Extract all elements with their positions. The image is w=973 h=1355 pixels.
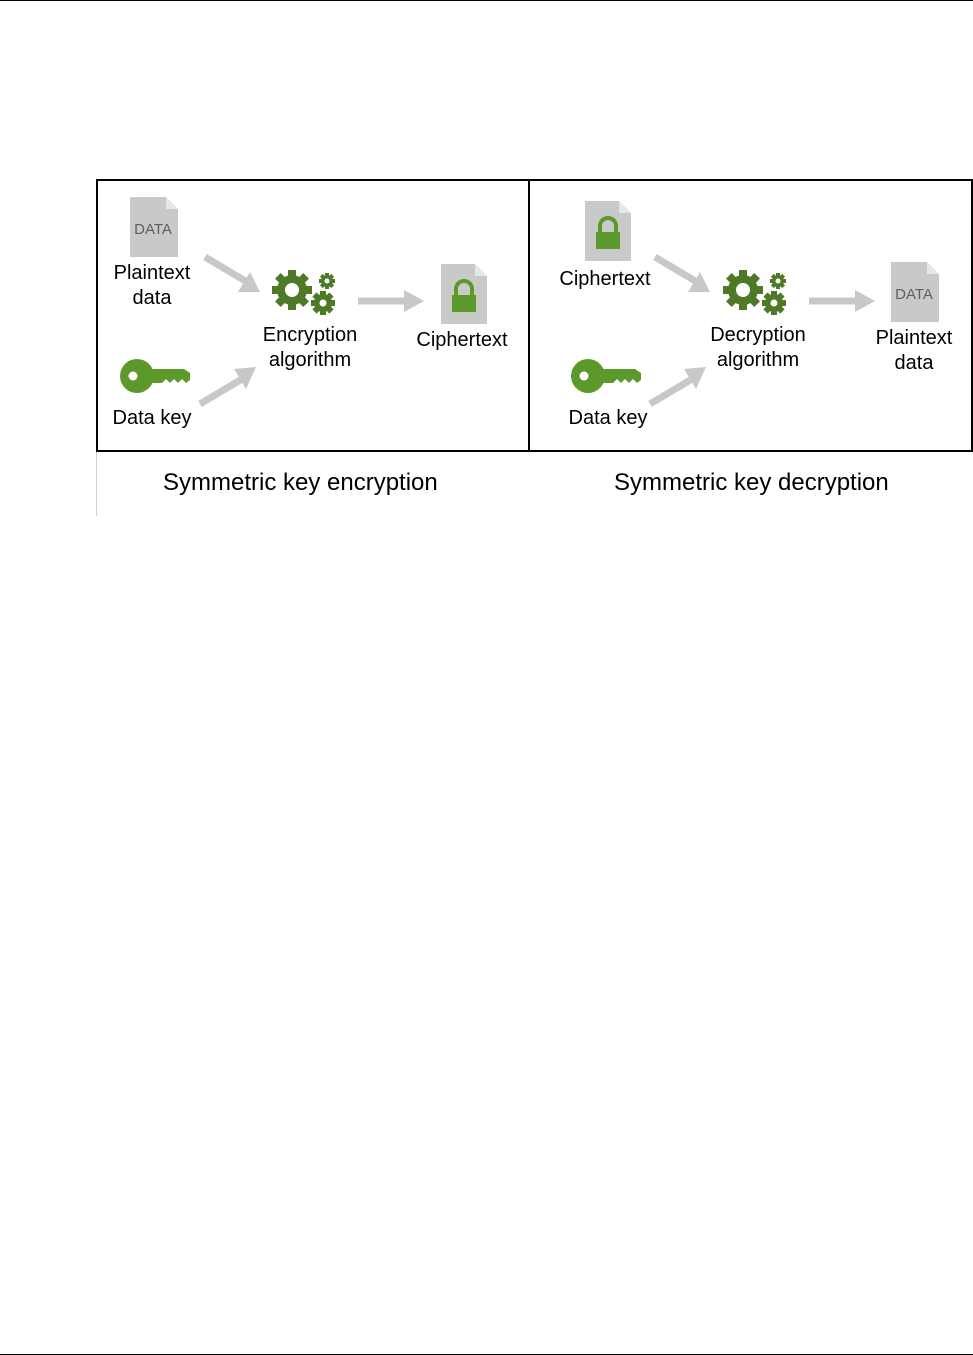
plaintext-doc-text: DATA xyxy=(134,221,172,238)
encryption-algorithm-label: Encryption algorithm xyxy=(262,324,358,371)
plaintext-data-label: Plaintext data xyxy=(113,262,191,309)
arrow-icon xyxy=(648,367,706,408)
data-key-label: Data key xyxy=(568,407,648,429)
encryption-caption: Symmetric key encryption xyxy=(163,469,438,496)
plaintext-data-label: Plaintext data xyxy=(875,327,953,374)
arrow-icon xyxy=(198,367,256,408)
ciphertext-document-icon xyxy=(441,264,487,324)
plaintext-document-icon: DATA xyxy=(130,197,178,257)
data-key-icon xyxy=(120,359,190,393)
ciphertext-label: Ciphertext xyxy=(416,329,508,351)
encryption-gears-icon xyxy=(272,270,335,315)
data-key-icon xyxy=(571,359,641,393)
top-rule xyxy=(0,0,973,1)
arrow-icon xyxy=(653,253,710,292)
arrow-icon xyxy=(809,290,875,312)
arrow-icon xyxy=(358,290,424,312)
ciphertext-document-icon xyxy=(585,201,631,261)
decryption-algorithm-label: Decryption algorithm xyxy=(710,324,806,371)
plaintext-document-icon: DATA xyxy=(891,262,939,322)
arrow-icon xyxy=(203,253,260,292)
decryption-caption: Symmetric key decryption xyxy=(614,469,889,496)
data-key-label: Data key xyxy=(112,407,192,429)
figure-edge xyxy=(96,452,97,516)
ciphertext-input-label: Ciphertext xyxy=(559,268,651,290)
decryption-gears-icon xyxy=(723,270,786,315)
plaintext-doc-text: DATA xyxy=(895,286,933,303)
